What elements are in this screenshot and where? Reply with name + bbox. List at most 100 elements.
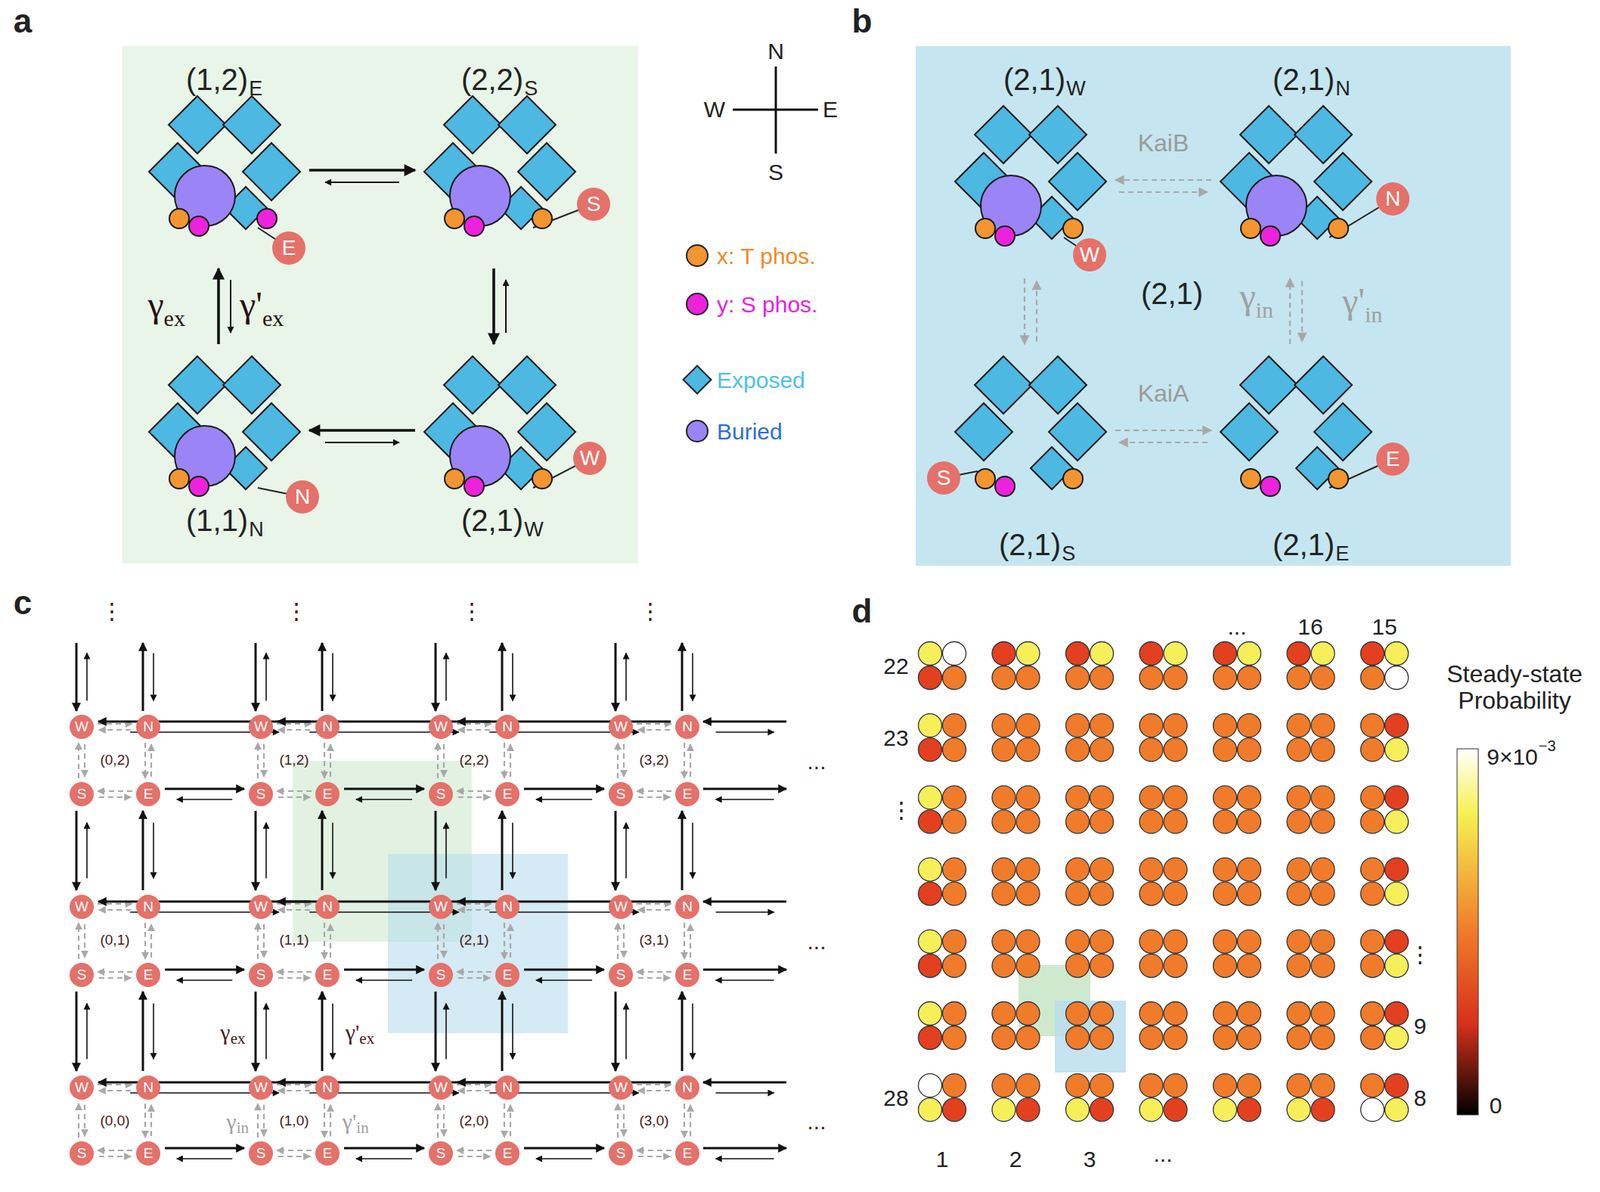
state-dot	[1213, 1073, 1238, 1098]
s-phos-site	[189, 476, 209, 497]
state-dot	[1237, 857, 1262, 881]
arrow-forward	[437, 1103, 439, 1138]
state-dot	[942, 1001, 967, 1026]
axis-number: 22	[883, 653, 909, 679]
phase-letter: E	[322, 966, 333, 983]
state-circle: S	[248, 962, 273, 987]
state-circle: N	[315, 894, 340, 919]
state-dot	[1385, 1026, 1409, 1050]
arrow-reverse	[331, 822, 334, 879]
transition-arrow	[98, 901, 311, 912]
arrow-reverse	[325, 441, 400, 444]
state-dot	[1016, 953, 1040, 977]
arrow-reverse	[536, 979, 593, 981]
state-dot	[1090, 713, 1114, 738]
arrow-reverse	[691, 822, 694, 879]
state-dot	[992, 1026, 1016, 1050]
state-circle: E	[495, 962, 520, 987]
state-dot	[1139, 881, 1163, 906]
arrow-forward	[617, 922, 619, 959]
arrow-forward	[309, 428, 416, 432]
protein-state: E	[148, 93, 301, 260]
arrow-reverse	[505, 279, 507, 333]
state-dot	[1163, 809, 1188, 834]
state-dot	[1016, 737, 1040, 762]
phase-letter: W	[1072, 238, 1107, 272]
state-dot	[1139, 713, 1163, 738]
state-dot	[1066, 1026, 1090, 1050]
transition-arrow	[97, 1150, 133, 1157]
arrow-reverse	[356, 1157, 413, 1160]
state-dot	[1090, 881, 1114, 906]
protein-state: N	[148, 353, 301, 520]
state-dot	[1139, 857, 1163, 881]
state-dot	[1090, 953, 1114, 977]
state-dot	[1016, 785, 1040, 810]
state-label: (2,1)	[1272, 527, 1335, 562]
state-dot	[1090, 1026, 1114, 1050]
arrow-reverse	[86, 822, 88, 879]
state-dot	[1385, 737, 1409, 762]
state-dot	[1066, 785, 1090, 810]
state-dot	[1016, 666, 1040, 690]
transition-arrow	[636, 1150, 672, 1157]
state-dot	[1066, 953, 1090, 977]
state-circle: N	[136, 1075, 161, 1100]
state-circle: W	[428, 714, 453, 739]
ellipsis: ⋮	[100, 598, 124, 624]
arrow-forward	[683, 922, 686, 959]
arrow-forward	[703, 720, 787, 723]
protein-state: E	[1220, 353, 1372, 520]
phase-letter: W	[434, 1079, 448, 1096]
state-dot	[1016, 641, 1040, 666]
arrow-reverse	[638, 1155, 670, 1157]
phase-letter: N	[322, 898, 333, 915]
transition-arrow	[457, 1082, 671, 1093]
phase-letter: S	[436, 966, 447, 983]
state-dot	[1090, 857, 1114, 881]
arrow-forward	[503, 1103, 506, 1138]
arrow-reverse	[1119, 191, 1208, 193]
arrow-forward	[97, 790, 133, 792]
state-dot	[1090, 1073, 1114, 1098]
arrow-forward	[276, 902, 312, 905]
state-dot	[1385, 1097, 1409, 1122]
state-dot	[1016, 1001, 1040, 1026]
arrow-reverse	[1301, 280, 1303, 342]
arrow-forward	[77, 1103, 80, 1138]
arrow-forward	[614, 810, 618, 890]
state-dot	[1385, 666, 1409, 690]
arrow-reverse	[229, 279, 232, 333]
axis-number: ⋮	[889, 796, 913, 822]
arrow-forward	[144, 1103, 146, 1138]
phase-letter: N	[322, 718, 333, 735]
state-dot	[992, 929, 1016, 953]
arrow-reverse	[536, 798, 593, 800]
transition-arrow	[164, 969, 245, 980]
state-dot	[1066, 1001, 1090, 1026]
legend-swatch	[685, 292, 709, 316]
state-circle: E	[495, 781, 520, 807]
state-dot	[1311, 1026, 1335, 1050]
arrow-forward	[217, 268, 221, 345]
transition-arrow	[255, 810, 267, 890]
state-dot	[1090, 666, 1114, 690]
cell-label: (0,1)	[99, 932, 130, 949]
ellipsis: ⋮	[285, 598, 308, 624]
arrow-forward	[75, 810, 78, 890]
state-dot	[1066, 641, 1090, 666]
state-dot	[1286, 857, 1311, 881]
phase-letter: W	[434, 718, 448, 735]
state-dot	[942, 809, 967, 834]
state-dot	[992, 641, 1016, 666]
arrow-forward	[457, 1081, 671, 1084]
arrow-reverse	[329, 1104, 332, 1136]
phase-letter: N	[1376, 182, 1410, 216]
arrow-forward	[434, 642, 438, 711]
open-arrow	[703, 901, 787, 912]
transition-arrow	[502, 991, 513, 1071]
arrow-forward	[456, 902, 492, 905]
phase-letter: E	[143, 966, 154, 983]
state-circle: E	[675, 962, 700, 987]
state-circle: W	[608, 894, 633, 919]
